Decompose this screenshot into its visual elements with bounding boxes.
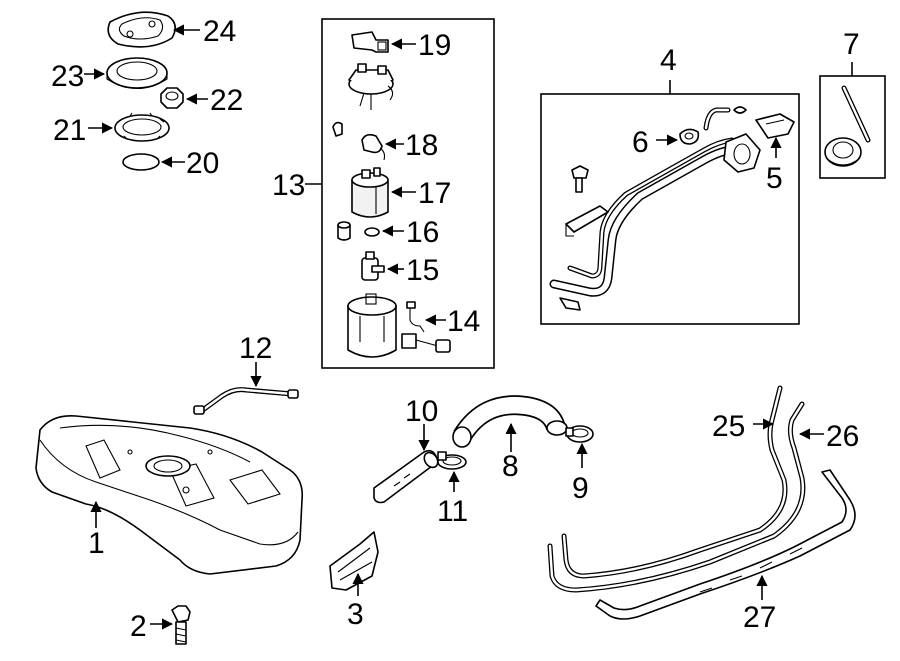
- callout-14: 14: [447, 305, 480, 338]
- callout-3: 3: [347, 598, 364, 631]
- part-11-clamp: [437, 451, 467, 470]
- callout-23: 23: [51, 60, 84, 93]
- callout-27: 27: [743, 601, 776, 634]
- callout-22: 22: [210, 84, 243, 117]
- pump-reservoir: [347, 293, 397, 358]
- fuel-pump-group-frame: [321, 18, 495, 369]
- callout-15: 15: [406, 254, 439, 287]
- vent-hose-piece: [703, 106, 747, 131]
- callout-19: 19: [418, 29, 451, 62]
- part-20-o-ring: [122, 153, 160, 171]
- part-15-pump: [361, 251, 385, 281]
- callout-20: 20: [186, 147, 219, 180]
- callout-11: 11: [437, 495, 468, 528]
- callout-10: 10: [405, 395, 438, 428]
- part-14-sending-unit: [401, 301, 451, 353]
- callout-25: 25: [712, 410, 745, 443]
- part-12-vent-tube: [193, 387, 299, 415]
- bolt-small: [571, 165, 589, 193]
- callout-4: 4: [660, 44, 677, 77]
- part-27-tank-strap: [595, 469, 856, 620]
- part-16-o-ring: [337, 221, 380, 241]
- part-6-clamp: [679, 128, 700, 145]
- callout-9: 9: [572, 472, 589, 505]
- callout-26: 26: [826, 420, 859, 453]
- part-4-filler-neck: [549, 133, 761, 311]
- pump-flange: [348, 63, 394, 110]
- callout-6: 6: [632, 126, 649, 159]
- part-26-fuel-line: [547, 401, 806, 593]
- callout-16: 16: [406, 216, 439, 249]
- part-24-cover-plate: [107, 11, 176, 48]
- part-8-filler-hose: [452, 395, 568, 448]
- part-23-seal: [106, 57, 168, 89]
- callout-24: 24: [203, 15, 236, 48]
- callout-7: 7: [843, 28, 860, 61]
- callout-21: 21: [53, 114, 86, 147]
- part-22-nut: [160, 87, 184, 109]
- part-19-connector: [351, 31, 389, 53]
- callout-8: 8: [502, 450, 519, 483]
- part-5-housing: [755, 113, 795, 139]
- part-17-filter: [351, 167, 389, 218]
- part-2-bolt: [171, 605, 191, 645]
- part-7-fuel-cap: [824, 85, 871, 167]
- part-3-shield: [329, 531, 379, 591]
- part-9-clamp: [565, 425, 594, 443]
- callout-12: 12: [239, 332, 272, 365]
- callout-1: 1: [88, 527, 105, 560]
- callout-13: 13: [272, 169, 305, 202]
- callout-17: 17: [418, 177, 451, 210]
- part-25-fuel-line: [561, 385, 788, 579]
- callout-5: 5: [766, 162, 783, 195]
- part-18-valve: [332, 121, 386, 161]
- callout-2: 2: [130, 610, 147, 643]
- part-21-lock-ring: [114, 112, 170, 142]
- part-1-fuel-tank: [35, 414, 304, 575]
- part-10-filler-pipe: [373, 449, 439, 504]
- callout-18: 18: [405, 129, 438, 162]
